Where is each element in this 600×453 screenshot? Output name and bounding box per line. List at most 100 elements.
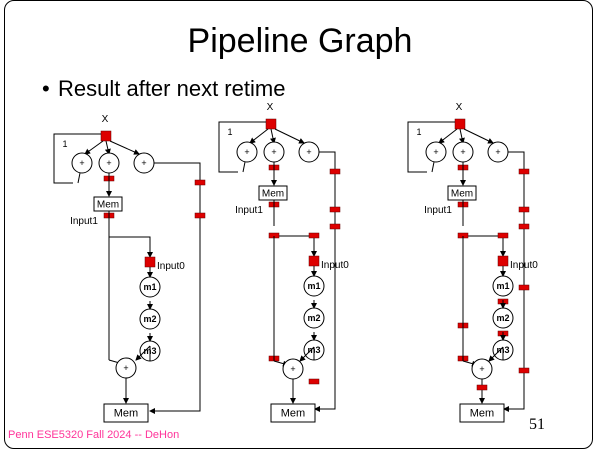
register-block [454,118,466,130]
register-block [265,118,277,130]
footer-text: Penn ESE5320 Fall 2024 -- DeHon [8,429,180,441]
register-block [144,256,156,268]
multiplier-m2-label: m2 [143,314,156,324]
register-block [518,284,530,291]
adder-node-label: + [306,147,311,157]
multiplier-m1-label: m1 [496,281,509,291]
input1-label: Input1 [235,205,263,216]
output-adder-label: + [479,364,484,374]
feedback-edge [77,172,81,184]
edge [274,235,317,257]
input-x-label: X [456,102,463,113]
edge [463,235,506,257]
input0-label: Input0 [321,260,349,271]
edge [488,346,504,362]
multiplier-m2-label: m2 [307,313,320,323]
mem-bottom-label: Mem [470,408,494,420]
feedback-label: 1 [62,139,67,149]
mem-bottom [103,403,149,423]
feedback-right-edge [503,151,525,412]
input-x-label: X [267,102,274,113]
feedback-edge [407,121,455,173]
register-block [194,212,206,219]
edge [459,128,465,144]
adder-node-label: + [141,158,146,168]
adder-node-label: + [106,158,111,168]
multiplier-m1-label: m1 [307,281,320,291]
mem-top [447,185,477,201]
edge [299,346,315,362]
feedback-label: 1 [227,127,232,137]
edge [104,140,111,155]
register-block [329,206,341,213]
edge [274,128,305,144]
edge [84,140,104,155]
edge [463,128,494,144]
edge [249,128,269,144]
bullet-text: Result after next retime [58,76,286,101]
slide-frame [4,0,593,449]
adder-node [425,141,447,163]
adder-node-label: + [79,158,84,168]
mem-top-label: Mem [262,188,284,199]
edge [270,128,276,144]
register-block [329,168,341,175]
slide-title: Pipeline Graph [187,22,413,60]
multiplier-m1-label: m1 [143,282,156,292]
input0-label: Input0 [157,261,185,272]
feedback-edge [431,161,435,173]
adder-node [71,152,93,174]
multiplier-m2-label: m2 [496,313,509,323]
adder-node-label: + [433,147,438,157]
input0-label: Input0 [510,260,538,271]
register-block [518,223,530,230]
feedback-label: 1 [416,127,421,137]
edge [135,345,151,361]
mem-bottom [270,403,316,423]
multiplier-m1 [139,276,161,298]
mem-bottom-label: Mem [281,408,305,420]
bullet-dot: • [42,76,50,101]
feedback-edge [218,121,266,173]
register-block [518,367,530,374]
multiplier-m1 [303,275,325,297]
register-block [194,179,206,186]
mem-top-label: Mem [451,188,473,199]
register-block [308,255,320,267]
edge [109,236,153,258]
register-block [518,206,530,213]
adder-node [236,141,258,163]
edge [109,140,140,155]
register-block [308,232,320,239]
page-number: 51 [529,416,545,433]
output-adder-label: + [290,364,295,374]
mem-top [93,196,123,212]
register-block [497,232,509,239]
adder-node-label: + [244,147,249,157]
register-block [497,255,509,267]
multiplier-m1 [492,275,514,297]
output-adder-label: + [123,363,128,373]
register-block [476,384,488,391]
register-block [100,130,112,142]
multiplier-m2 [492,307,514,329]
mem-bottom [459,403,505,423]
mem-top [258,185,288,201]
register-block [329,223,341,230]
multiplier-m2 [303,307,325,329]
mem-top-label: Mem [97,199,119,210]
input-x-label: X [102,114,109,125]
feedback-right-edge [314,151,336,412]
input1-label: Input1 [424,205,452,216]
edge [438,128,458,144]
adder-node-label: + [460,147,465,157]
input1-label: Input1 [70,216,98,227]
feedback-edge [53,133,101,184]
register-block [518,168,530,175]
mem-bottom-label: Mem [114,408,138,420]
